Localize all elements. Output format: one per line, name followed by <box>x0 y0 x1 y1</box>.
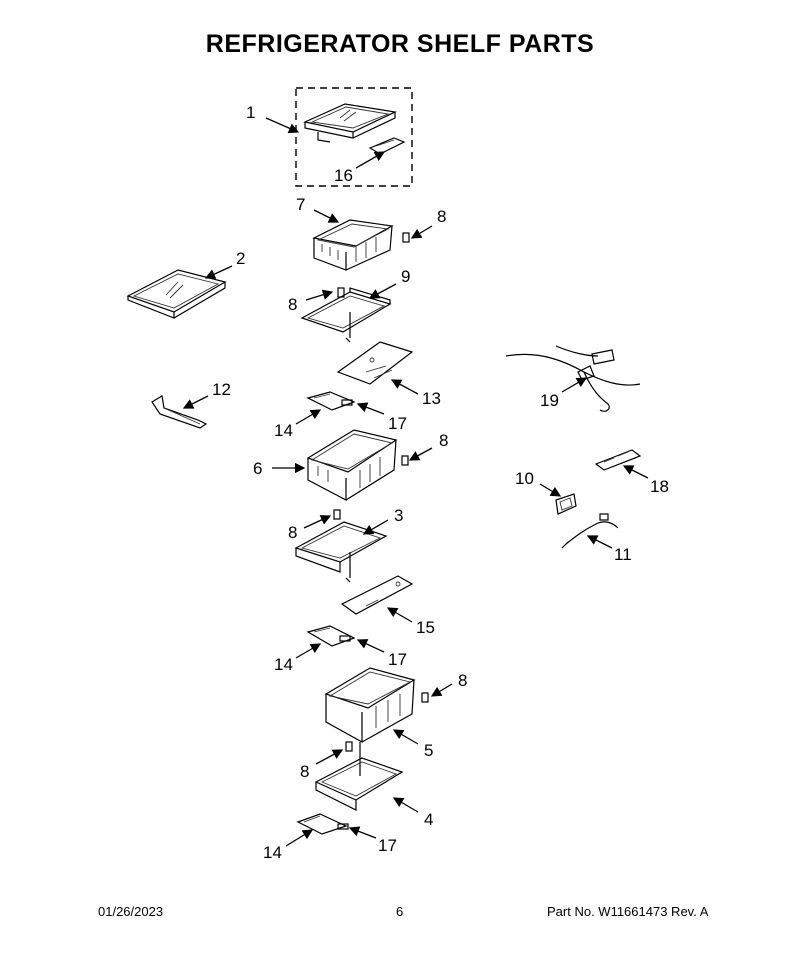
clip-17-c <box>337 823 349 830</box>
glass-shelf-1 <box>303 103 397 143</box>
slide-rail-14-b <box>306 625 356 647</box>
shelf-bracket-16 <box>368 137 406 155</box>
callout-8-b: 8 <box>288 295 297 314</box>
footer-part-number: Part No. W11661473 Rev. A <box>547 904 709 919</box>
cover-plate-13 <box>336 341 414 385</box>
clip-17-b <box>339 635 351 642</box>
page-title: REFRIGERATOR SHELF PARTS <box>205 30 595 58</box>
clip-8-a <box>402 232 410 243</box>
callout-14-c: 14 <box>263 843 282 862</box>
slide-rail-14-a <box>306 391 356 411</box>
callout-13: 13 <box>422 389 441 408</box>
callout-17-a: 17 <box>388 414 407 433</box>
drawer-frame-4 <box>314 757 404 811</box>
clip-8-e <box>421 692 429 703</box>
glass-shelf-2 <box>126 269 227 319</box>
callout-19: 19 <box>540 391 559 410</box>
drawer-5 <box>324 667 416 744</box>
callout-17-c: 17 <box>378 836 397 855</box>
callout-14-a: 14 <box>274 421 293 440</box>
footer-page-number: 6 <box>396 904 404 919</box>
callout-8-f: 8 <box>300 762 309 781</box>
drawer-7 <box>312 219 394 271</box>
clip-8-c <box>401 455 409 466</box>
callout-10: 10 <box>515 469 534 488</box>
wire-11 <box>561 513 619 549</box>
clip-8-d <box>333 509 341 520</box>
callout-2: 2 <box>236 249 245 268</box>
callout-3: 3 <box>394 506 403 525</box>
led-light-18 <box>594 449 642 471</box>
callout-5: 5 <box>424 741 433 760</box>
callout-7: 7 <box>296 195 305 214</box>
callout-12: 12 <box>212 380 231 399</box>
callout-4: 4 <box>424 810 433 829</box>
callout-8-c: 8 <box>439 431 448 450</box>
callout-15: 15 <box>416 618 435 637</box>
callout-8-d: 8 <box>288 523 297 542</box>
callout-1: 1 <box>246 103 255 122</box>
clip-8-b <box>337 287 345 298</box>
drawer-frame-3 <box>294 521 388 573</box>
callout-17-b: 17 <box>388 650 407 669</box>
clip-8-f <box>345 741 353 752</box>
cover-plate-15 <box>340 575 414 615</box>
callout-9: 9 <box>401 267 410 286</box>
rail-12 <box>151 395 208 429</box>
callout-16: 16 <box>334 166 353 185</box>
callout-11: 11 <box>614 545 632 564</box>
shelf-assembly-dashed-box <box>295 87 413 187</box>
wire-harness-19 <box>505 345 641 412</box>
control-module-10 <box>555 493 577 515</box>
connector-line-3-15 <box>345 552 351 583</box>
callout-18: 18 <box>650 477 669 496</box>
callout-8-e: 8 <box>458 671 467 690</box>
clip-17-a <box>341 399 353 406</box>
callout-6: 6 <box>253 459 262 478</box>
callout-8-a: 8 <box>437 207 446 226</box>
slide-rail-14-c <box>296 813 348 835</box>
leader-lines <box>182 117 649 847</box>
drawer-6 <box>306 429 398 501</box>
footer-date: 01/26/2023 <box>98 904 164 919</box>
connector-line-9-13 <box>345 312 351 343</box>
callout-14-b: 14 <box>274 655 293 674</box>
